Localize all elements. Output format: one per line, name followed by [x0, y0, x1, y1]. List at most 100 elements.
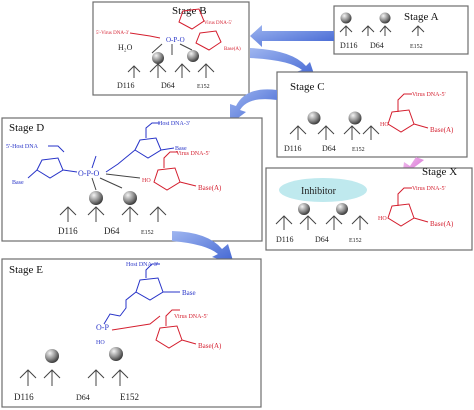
stage-c-carboxylates: [289, 125, 380, 140]
stage-x-box: [265, 167, 473, 251]
stage-x-inhibitor: Inhibitor: [301, 186, 337, 197]
stage-e-mg-ion-1: [45, 349, 59, 363]
stage-x-res-e152: E152: [349, 238, 362, 244]
stage-d-virus-label: Virus DNA-5': [176, 151, 210, 157]
stage-e-host-label: Host DNA-3': [126, 262, 158, 268]
stage-c-title: Stage C: [290, 81, 325, 93]
stage-d-virus-sugar: [153, 167, 181, 191]
stage-b-res-e152: E152: [197, 84, 210, 90]
stage-b-sugar: [178, 8, 205, 30]
stage-x-ho: HO: [378, 216, 387, 222]
stage-e-title: Stage E: [9, 264, 43, 276]
stage-d-coord-bonds: [91, 173, 141, 191]
stage-c-res-e152: E152: [352, 147, 365, 153]
stage-d-title: Stage D: [9, 122, 44, 134]
stage-e-base-blue: Base: [182, 289, 196, 297]
stage-d-base-blue-1: Base: [175, 146, 187, 152]
stage-d-virus-linker: [163, 151, 178, 168]
stage-a-box: [333, 5, 469, 55]
stage-e-virus-linker: [165, 309, 180, 326]
stage-d-ho: HO: [142, 178, 151, 184]
stage-a-panel: Stage A D116 D64 E152: [333, 5, 469, 55]
stage-e-box: [1, 258, 262, 408]
stage-x-title: Stage X: [422, 166, 457, 178]
stage-e-base-bond-2: [181, 339, 197, 345]
stage-d-mg-ion-1: [89, 191, 103, 205]
stage-c-res-d116: D116: [284, 144, 301, 153]
stage-d-base: Base(A): [198, 184, 222, 192]
stage-x-virus-label: Virus DNA-5': [412, 186, 446, 192]
stage-d-base-bond-2: [27, 169, 38, 179]
stage-b-res-d64: D64: [161, 81, 175, 90]
stage-e-virus-backbone: [111, 315, 161, 331]
stage-c-base-bond: [413, 123, 429, 129]
stage-x-base: Base(A): [430, 220, 454, 228]
stage-c-mg-ion-1: [307, 111, 321, 125]
stage-b-panel: Stage B Virus DNA-5' 5'-Virus DNA-3' Bas…: [92, 1, 250, 96]
stage-b-phosphate: O-P-O: [166, 36, 185, 44]
stage-b-mg-ion-1: [152, 52, 164, 64]
stage-d-base-bond-1: [160, 147, 175, 151]
stage-x-sugar: [387, 203, 415, 227]
stage-b-res-d116: D116: [117, 81, 134, 90]
stage-e-virus-sugar: [155, 325, 183, 349]
stage-e-host-sugar: [135, 277, 164, 301]
stage-e-phosphate-ho: HO: [96, 340, 105, 346]
stage-c-res-d64: D64: [322, 144, 336, 153]
stage-x-linker: [397, 187, 412, 206]
stage-d-base-bond-3: [179, 181, 197, 187]
stage-c-ho: HO: [380, 122, 389, 128]
stage-e-virus-label: Virus DNA-5': [174, 314, 208, 320]
stage-e-phosphate-bond: [103, 313, 121, 325]
stage-d-host-label2: 5'-Host DNA: [6, 144, 39, 150]
stage-d-res-e152: E152: [141, 230, 154, 236]
stage-d-box: [1, 117, 263, 242]
stage-a-mg-ion-2: [379, 12, 391, 24]
stage-b-virus-label: Virus DNA-5': [204, 21, 232, 26]
stage-e-carboxylates: [19, 369, 129, 386]
stage-c-virus-label: Virus DNA-5': [412, 92, 446, 98]
stage-x-mg-ion-1: [298, 203, 310, 215]
stage-b-water: H₂O: [118, 43, 133, 52]
stage-d-base-blue-2: Base: [12, 180, 24, 186]
arrow-a-to-b: [250, 25, 334, 47]
stage-d-res-d116: D116: [58, 226, 78, 236]
stage-e-res-d64: D64: [76, 393, 90, 402]
arrow-d-to-e: [172, 231, 234, 264]
stage-b-sugar2: [195, 30, 222, 51]
stage-c-base: Base(A): [430, 126, 454, 134]
stage-x-inhibitor-blob: [279, 178, 367, 202]
stage-d-panel: Stage D Host DNA-3' Base 5'-Host DNA Bas…: [1, 117, 263, 242]
stage-e-res-d116: D116: [14, 392, 34, 402]
stage-d-res-d64: D64: [104, 226, 120, 236]
stage-e-host-linker: [145, 263, 160, 278]
stage-d-host-sugar-2: [36, 157, 64, 179]
stage-e-panel: Stage E Host DNA-3' Base O-P HO Virus DN…: [1, 258, 262, 408]
arrow-c-to-d: [230, 89, 277, 124]
stage-a-res-d116: D116: [340, 41, 357, 50]
stage-b-carboxylates: [127, 63, 215, 78]
stage-e-phosphate: O-P: [96, 323, 109, 332]
stage-d-host-label: Host DNA-3': [158, 121, 190, 127]
stage-a-res-d64: D64: [370, 41, 384, 50]
stage-x-panel: Stage X Inhibitor D116 D64 E152 Virus DN…: [265, 166, 473, 251]
stage-x-carboxylates: [275, 215, 369, 230]
stage-d-phosphate-bonds: [62, 149, 136, 173]
stage-x-res-d64: D64: [315, 235, 329, 244]
stage-b-title: Stage B: [172, 5, 207, 17]
stage-d-host-sugar-1: [134, 137, 162, 159]
stage-d-host-linker-1: [145, 122, 160, 138]
stage-e-base: Base(A): [198, 342, 222, 350]
stage-x-res-d116: D116: [276, 235, 293, 244]
stage-d-mg-ion-2: [123, 191, 137, 205]
stage-e-mg-ion-2: [109, 347, 123, 361]
stage-c-mg-ion-2: [348, 111, 362, 125]
stage-b-base: Base(A): [224, 47, 241, 52]
stage-d-carboxylates: [59, 206, 167, 222]
stage-a-res-e152: E152: [410, 44, 423, 50]
stage-b-backbone: [129, 32, 161, 39]
stage-b-mg-ion-2: [187, 50, 199, 62]
stage-c-linker: [397, 93, 412, 112]
stage-d-host-linker-2: [48, 145, 65, 153]
stage-e-res-e152: E152: [120, 392, 139, 402]
